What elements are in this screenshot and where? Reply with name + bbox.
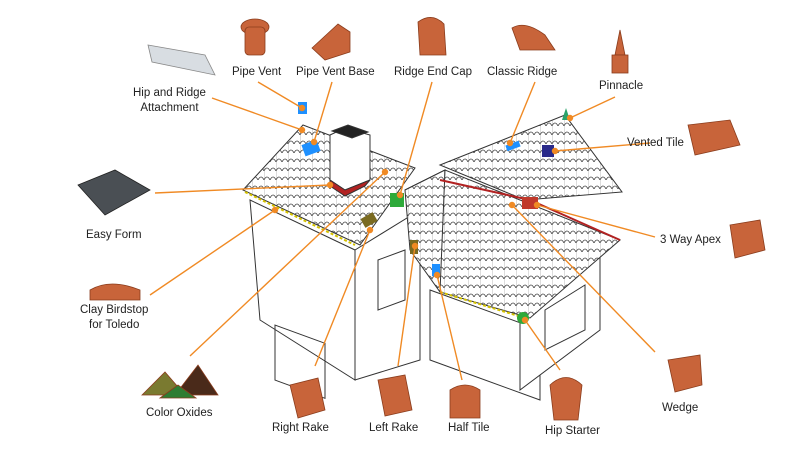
leader-lines (149, 81, 656, 381)
label-line-2: Attachment (140, 102, 199, 114)
three-way-apex-product (729, 219, 766, 259)
label-wedge: Wedge (662, 402, 699, 414)
label-clay-birdstop: Clay Birdstop for Toledo (80, 303, 148, 333)
vented-tile-mark (542, 145, 554, 157)
label-pipe-vent: Pipe Vent (232, 66, 282, 78)
label-line-1: Hip and Ridge (133, 87, 206, 99)
label-half-tile: Half Tile (448, 422, 490, 434)
vented-tile-product (687, 119, 741, 156)
color-oxides-product (141, 364, 219, 399)
label-hip-starter: Hip Starter (545, 425, 600, 437)
pipe-vent-base-product (311, 23, 351, 61)
roof-back-right (438, 114, 623, 201)
pinnacle-product (611, 29, 629, 74)
label-pipe-vent-base: Pipe Vent Base (296, 66, 375, 78)
label-pinnacle: Pinnacle (599, 80, 644, 92)
label-easy-form: Easy Form (86, 229, 142, 241)
label-left-rake: Left Rake (369, 422, 419, 434)
half-tile-product (449, 384, 481, 419)
hip-ridge-attachment-product (147, 44, 216, 76)
label-line-2: for Toledo (89, 319, 140, 331)
label-ridge-end-cap: Ridge End Cap (394, 66, 472, 78)
wedge-product (667, 354, 703, 393)
ridge-end-cap-product (417, 17, 447, 56)
house-walls (249, 199, 601, 401)
chimney (329, 124, 371, 197)
pipe-vent-product (240, 18, 270, 56)
hip-starter-product (549, 377, 583, 421)
label-line-1: Clay Birdstop (80, 304, 149, 316)
easy-form-product (77, 169, 151, 216)
label-3-way-apex: 3 Way Apex (660, 234, 721, 246)
product-thumbnails (77, 17, 766, 421)
classic-ridge-product (511, 24, 556, 51)
right-rake-mark (360, 212, 378, 228)
label-vented-tile: Vented Tile (627, 137, 684, 149)
left-rake-product (377, 374, 413, 417)
classic-ridge-mark (505, 140, 521, 152)
label-color-oxides: Color Oxides (146, 407, 213, 419)
label-classic-ridge: Classic Ridge (487, 66, 558, 78)
birdstop-product (89, 283, 141, 301)
label-right-rake: Right Rake (272, 422, 329, 434)
right-rake-product (289, 377, 326, 419)
half-tile-mark (432, 264, 440, 276)
label-hip-and-ridge-attachment: Hip and Ridge Attachment (133, 86, 206, 116)
